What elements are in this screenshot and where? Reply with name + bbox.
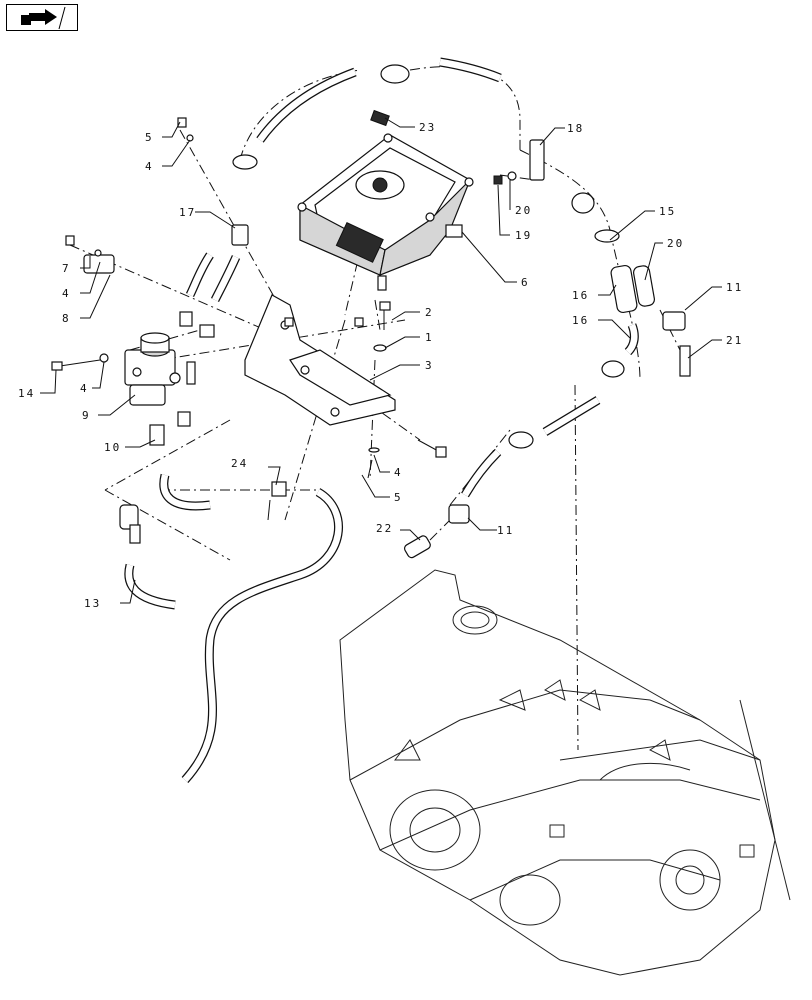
callout-16: 17 — [179, 206, 196, 219]
callout-17: 19 — [515, 229, 532, 242]
fittings — [83, 139, 691, 559]
callout-labels: 5 4 17 7 4 8 14 4 9 10 13 24 22 23 18 20… — [18, 121, 743, 610]
callout-13: 14 — [18, 387, 35, 400]
callout-4: 4 — [80, 382, 89, 395]
callout-4: 4 — [145, 160, 154, 173]
leader-lines — [40, 117, 722, 604]
callout-10: 10 — [104, 441, 121, 454]
callout-8: 8 — [62, 312, 71, 325]
callout-18: 20 — [515, 204, 532, 217]
callout-7: 7 — [62, 262, 71, 275]
callout-1: 1 — [425, 331, 434, 344]
callout-2: 2 — [425, 306, 434, 319]
callout-19: 16 — [572, 314, 589, 327]
callout-15: 16 — [572, 289, 589, 302]
fasteners — [51, 117, 517, 521]
callout-11: 11 — [497, 524, 514, 537]
callout-23: 23 — [419, 121, 436, 134]
hose-sleeves — [610, 264, 656, 314]
callout-24: 24 — [231, 457, 248, 470]
callout-11: 11 — [726, 281, 743, 294]
part-23-cap — [370, 109, 390, 127]
callout-20: 20 — [667, 237, 684, 250]
engine-assembly — [339, 569, 791, 976]
solenoid-valve — [124, 332, 181, 406]
mounting-bracket — [244, 294, 396, 426]
next-page-button[interactable] — [6, 4, 78, 31]
callout-5: 5 — [145, 131, 154, 144]
callout-6: 6 — [521, 276, 530, 289]
callout-4: 4 — [62, 287, 71, 300]
callout-16: 18 — [567, 122, 584, 135]
callout-21: 21 — [726, 334, 743, 347]
hose-lines — [124, 57, 639, 784]
callout-9: 9 — [82, 409, 91, 422]
callout-5: 5 — [394, 491, 403, 504]
callout-4: 4 — [394, 466, 403, 479]
next-page-arrow-icon — [21, 6, 66, 30]
hose-clamps — [232, 64, 625, 449]
callout-12: 13 — [84, 597, 101, 610]
callout-22: 22 — [376, 522, 393, 535]
callout-14: 15 — [659, 205, 676, 218]
callout-3: 3 — [425, 359, 434, 372]
filter-housing — [297, 133, 474, 291]
